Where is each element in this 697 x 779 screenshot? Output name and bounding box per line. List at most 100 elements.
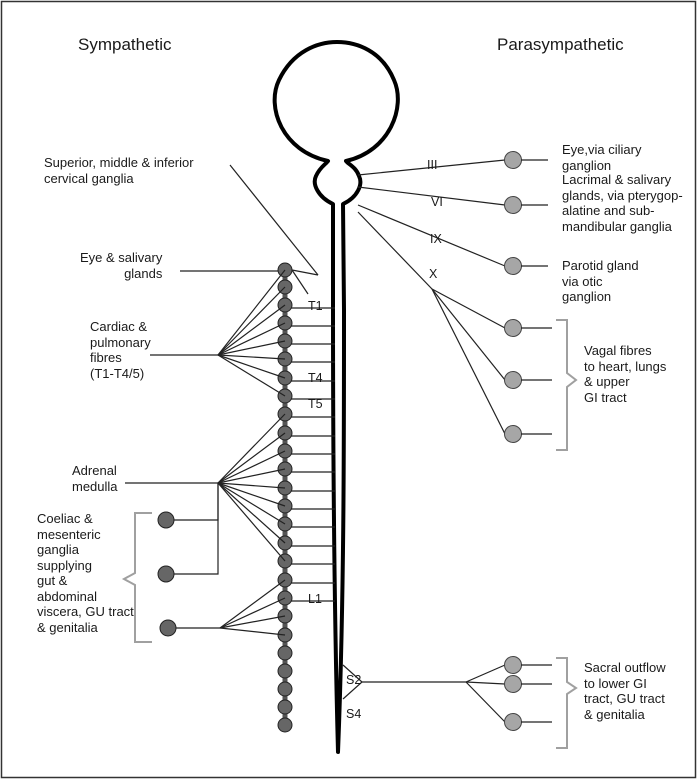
label-line: pulmonary: [90, 334, 151, 350]
parasympathetic-ganglion: [504, 656, 522, 674]
coeliac-mesenteric-label: Coeliac & mesenteric ganglia supplying g…: [37, 511, 134, 635]
cranial-nerve-ix-label: IX: [430, 232, 442, 246]
label-line: Superior, middle & inferior: [44, 155, 194, 170]
parasympathetic-ganglion: [504, 196, 522, 214]
coeliac-ganglion: [157, 511, 175, 529]
splanchnic-fibre: [217, 482, 286, 507]
label-line: glands: [124, 265, 163, 281]
sacral-fibre: [465, 681, 506, 685]
vagal-fibre: [431, 288, 506, 329]
splanchnic-fibre: [217, 468, 286, 484]
label-line: & upper: [584, 374, 630, 389]
chain-ganglion: [277, 681, 293, 697]
cervical-leader-line: [229, 164, 319, 276]
parasympathetic-ganglion: [504, 713, 522, 731]
vagal-fibre: [431, 288, 506, 435]
vagal-fibres-label: Vagal fibres to heart, lungs & upper GI …: [584, 343, 666, 405]
label-line: Vagal fibres: [584, 343, 652, 358]
cranial-nerve-vi-label: VI: [431, 195, 443, 209]
label-line: gut &: [37, 573, 68, 588]
brain-and-spinal-cord-outline: [272, 40, 400, 754]
splanchnic-fibre: [217, 432, 286, 484]
label-line: mandibular ganglia: [562, 218, 672, 234]
sacral-fibre: [465, 681, 506, 723]
label-line: Sacral outflow: [584, 660, 666, 675]
lumbar-fibre: [219, 597, 286, 629]
label-line: glands, via pterygop-: [562, 187, 683, 203]
label-line: abdominal: [37, 588, 97, 604]
cardiac-fibre: [217, 340, 286, 356]
parasympathetic-header: Parasympathetic: [497, 35, 624, 54]
label-line: tract, GU tract: [584, 691, 665, 706]
lumbar-fibre: [219, 615, 286, 629]
parasympathetic-ganglion: [504, 425, 522, 443]
label-line: GI tract: [584, 389, 627, 405]
label-line: & genitalia: [37, 619, 98, 635]
cardiac-fibre: [217, 286, 286, 356]
chain-to-cord-links: [285, 269, 335, 602]
label-line: ganglion: [562, 289, 612, 304]
cardiac-fibre: [217, 354, 286, 379]
label-line: & genitalia: [584, 706, 645, 722]
cardiac-fibre: [217, 269, 286, 356]
label-line: Eye & salivary: [80, 250, 163, 265]
adrenal-medulla-label: Adrenal medulla: [72, 463, 118, 494]
label-line: viscera, GU tract: [37, 604, 134, 619]
parasympathetic-ganglion: [504, 257, 522, 275]
cranial-nerve-ix: [357, 204, 506, 267]
lumbar-fibre: [219, 579, 286, 629]
segment-s2-label: S2: [346, 673, 362, 687]
sacral-fibre: [465, 664, 506, 683]
chain-ganglion: [277, 645, 293, 661]
parasympathetic-fibres: [342, 151, 552, 731]
parasympathetic-ganglion: [504, 151, 522, 169]
parasympathetic-ganglion: [504, 675, 522, 693]
segment-t5-label: T5: [308, 397, 323, 411]
label-line: fibres: [90, 350, 122, 365]
splanchnic-fibre: [217, 450, 286, 484]
cranial-nerve-iii: [357, 159, 506, 176]
chain-ganglion: [277, 663, 293, 679]
label-line: Eye,via ciliary: [562, 142, 642, 157]
sympathetic-header: Sympathetic: [78, 35, 172, 54]
label-line: alatine and sub-: [562, 203, 655, 218]
segment-s4-label: S4: [346, 707, 362, 721]
label-line: Coeliac &: [37, 511, 93, 526]
label-line: Adrenal: [72, 463, 117, 478]
coeliac-bracket: [121, 512, 152, 643]
cranial-nerve-iii-label: III: [427, 158, 438, 172]
label-line: Lacrimal & salivary: [562, 172, 672, 187]
label-line: ganglia: [37, 542, 79, 557]
splanchnic-fibre: [217, 482, 286, 525]
sympathetic-fibre-fans: [125, 269, 286, 636]
chain-ganglion: [277, 717, 293, 733]
segment-l1-label: L1: [308, 592, 322, 606]
cardiac-pulmonary-label: Cardiac & pulmonary fibres (T1-T4/5): [90, 319, 151, 381]
mesenteric-ganglion: [157, 565, 175, 583]
vagal-bracket: [556, 319, 578, 451]
cervical-link: [291, 269, 309, 295]
segment-t4-label: T4: [308, 371, 323, 385]
cervical-ganglia-label: Superior, middle & inferior cervical gan…: [44, 155, 194, 186]
label-line: cervical ganglia: [44, 170, 134, 186]
label-line: Cardiac &: [90, 319, 148, 334]
splanchnic-fibre: [217, 413, 286, 484]
splanchnic-fibre: [217, 482, 286, 544]
parotid-gland-label: Parotid gland via otic ganglion: [562, 258, 639, 305]
lumbar-fibre: [219, 627, 286, 636]
label-line: supplying: [37, 557, 92, 573]
label-line: ganglion: [562, 157, 612, 173]
cardiac-fibre: [217, 304, 286, 356]
eye-ciliary-label: Eye,via ciliary ganglion: [562, 142, 641, 173]
inferior-mesenteric-ganglion: [159, 619, 177, 637]
mesenteric-connector: [174, 483, 219, 575]
parasympathetic-ganglion: [504, 371, 522, 389]
eye-salivary-label: Eye & salivary glands: [80, 250, 162, 281]
chain-ganglion: [277, 699, 293, 715]
label-line: (T1-T4/5): [90, 365, 145, 381]
vagal-fibre: [431, 288, 506, 381]
label-line: to lower GI: [584, 675, 647, 691]
label-line: Parotid gland: [562, 258, 639, 273]
sacral-bracket: [556, 657, 578, 749]
cervical-link: [291, 269, 319, 276]
